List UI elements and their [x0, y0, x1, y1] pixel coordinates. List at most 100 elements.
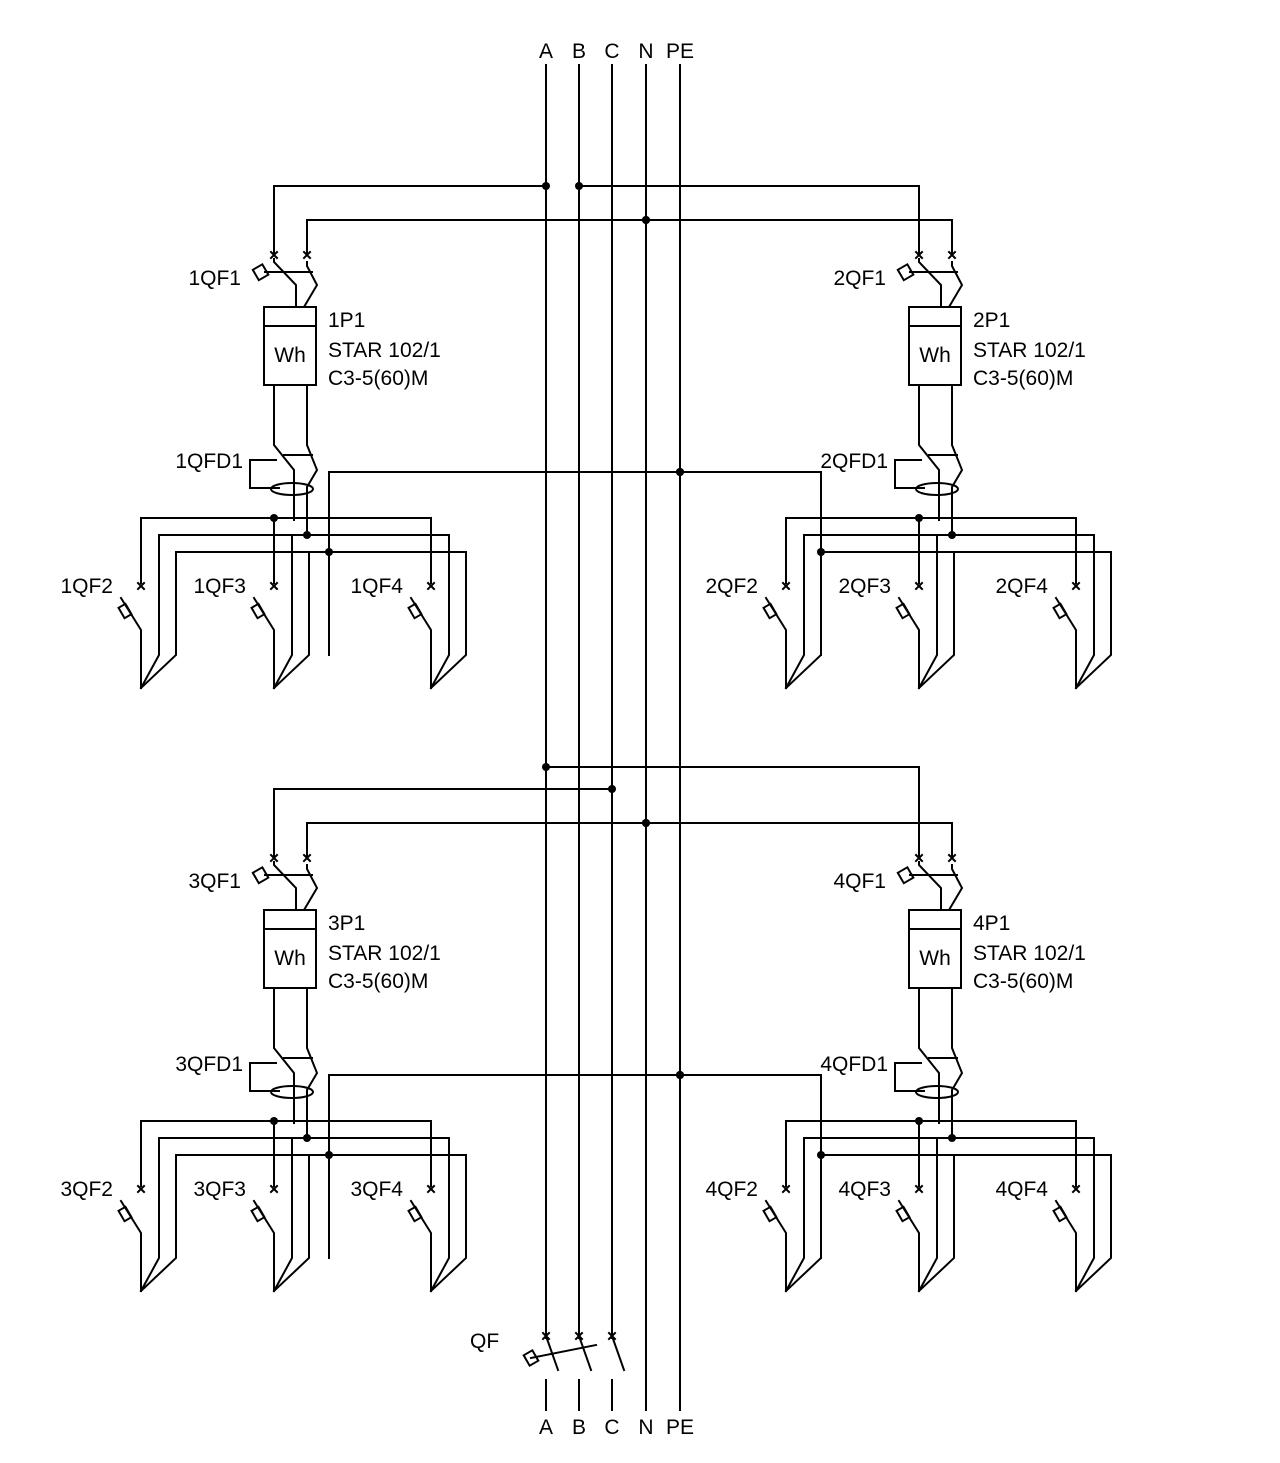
rcd-pole-n — [306, 1042, 319, 1139]
junction-dot — [948, 531, 956, 539]
junction-dot — [676, 468, 684, 476]
meter-id-label: 4P1 — [973, 912, 1010, 935]
rcd-pole-l — [918, 1042, 940, 1124]
junction-dot — [303, 531, 311, 539]
rcd-current-transformer — [915, 1085, 959, 1099]
junction-dot — [303, 1134, 311, 1142]
output-neutral-wire — [784, 1137, 805, 1293]
qf-mechanical-link — [529, 1343, 598, 1360]
junction-dot — [642, 216, 650, 224]
output-breaker-label: 4QF2 — [705, 1178, 758, 1201]
breaker-pole-n — [947, 261, 964, 309]
rcd-current-transformer — [270, 482, 314, 496]
breaker-pole-n — [302, 864, 319, 912]
output-trip-symbol — [407, 1205, 423, 1223]
output-trip-symbol — [250, 602, 266, 620]
contact-mark — [1071, 581, 1081, 591]
output-trip-symbol — [895, 602, 911, 620]
output-breaker-label: 1QF2 — [60, 575, 113, 598]
contact-mark — [136, 1184, 146, 1194]
rcd-current-transformer — [915, 482, 959, 496]
group-breaker-label: 3QF1 — [188, 870, 241, 893]
meter-spec-label: C3-5(60)M — [328, 367, 428, 390]
output-breaker-label: 2QF4 — [995, 575, 1048, 598]
junction-dot — [542, 182, 550, 190]
meter-symbol: Wh — [274, 947, 306, 970]
bus-label-bottom-b: B — [572, 1416, 586, 1439]
meter-box — [908, 909, 962, 989]
output-breaker-label: 2QF3 — [838, 575, 891, 598]
rcd-label: 1QFD1 — [175, 450, 243, 473]
contact-mark — [426, 581, 436, 591]
junction-dot — [575, 182, 583, 190]
group-breaker-label: 2QF1 — [833, 267, 886, 290]
bus-label-top-c: C — [604, 40, 619, 63]
contact-mark — [914, 853, 924, 863]
bus-label-top-b: B — [572, 40, 586, 63]
bus-label-bottom-a: A — [539, 1416, 553, 1439]
contact-mark — [914, 250, 924, 260]
breaker-trip-symbol — [896, 262, 915, 282]
output-neutral-wire — [272, 534, 293, 690]
output-trip-symbol — [407, 602, 423, 620]
output-pe-wire — [139, 551, 177, 690]
bus-label-top-pe: PE — [666, 40, 694, 63]
contact-mark — [136, 581, 146, 591]
breaker-trip-symbol — [251, 865, 270, 885]
bus-lines — [545, 64, 681, 1411]
meter-spec-label: C3-5(60)M — [328, 970, 428, 993]
output-neutral-wire — [272, 1137, 293, 1293]
bus-label-bottom-pe: PE — [666, 1416, 694, 1439]
rcd-pole-l — [273, 1042, 295, 1124]
output-neutral-wire — [139, 1137, 160, 1293]
meter-box — [263, 909, 317, 989]
contact-mark — [269, 1184, 279, 1194]
output-neutral-wire — [917, 534, 938, 690]
meter-box — [263, 306, 317, 386]
contact-mark — [781, 1184, 791, 1194]
rcd-current-transformer — [270, 1085, 314, 1099]
group-breaker-label: 4QF1 — [833, 870, 886, 893]
output-trip-symbol — [895, 1205, 911, 1223]
output-breaker-label: 4QF3 — [838, 1178, 891, 1201]
rcd-label: 3QFD1 — [175, 1053, 243, 1076]
output-neutral-wire — [784, 534, 805, 690]
rcd-pole-n — [951, 439, 964, 536]
junction-dot — [676, 1071, 684, 1079]
main-breaker-label: QF — [470, 1330, 499, 1353]
output-trip-symbol — [117, 602, 133, 620]
output-breaker-label: 3QF3 — [193, 1178, 246, 1201]
output-trip-symbol — [1052, 1205, 1068, 1223]
output-breaker-label: 1QF3 — [193, 575, 246, 598]
meter-spec-label: C3-5(60)M — [973, 367, 1073, 390]
contact-mark — [914, 581, 924, 591]
output-breaker-label: 3QF2 — [60, 1178, 113, 1201]
breaker-pole-n — [302, 261, 319, 309]
group-breaker-label: 1QF1 — [188, 267, 241, 290]
breaker-trip-symbol — [896, 865, 915, 885]
rcd-pole-l — [918, 439, 940, 521]
junction-dot — [325, 1151, 333, 1159]
output-neutral-wire — [139, 534, 160, 690]
breaker-trip-symbol — [251, 262, 270, 282]
contact-mark — [1071, 1184, 1081, 1194]
contact-mark — [302, 250, 312, 260]
rcd-label: 2QFD1 — [820, 450, 888, 473]
output-pe-wire — [917, 1154, 955, 1293]
output-breaker-label: 1QF4 — [350, 575, 403, 598]
output-trip-symbol — [762, 1205, 778, 1223]
main-breaker-qf: QF — [470, 1330, 626, 1411]
output-trip-symbol — [250, 1205, 266, 1223]
junction-dot — [608, 785, 616, 793]
output-trip-symbol — [762, 602, 778, 620]
junction-dot — [542, 763, 550, 771]
contact-mark — [914, 1184, 924, 1194]
meter-symbol: Wh — [919, 947, 951, 970]
breaker-pole-l — [273, 258, 297, 308]
contact-mark — [269, 250, 279, 260]
junction-dot — [642, 819, 650, 827]
rcd-pole-l — [273, 439, 295, 521]
